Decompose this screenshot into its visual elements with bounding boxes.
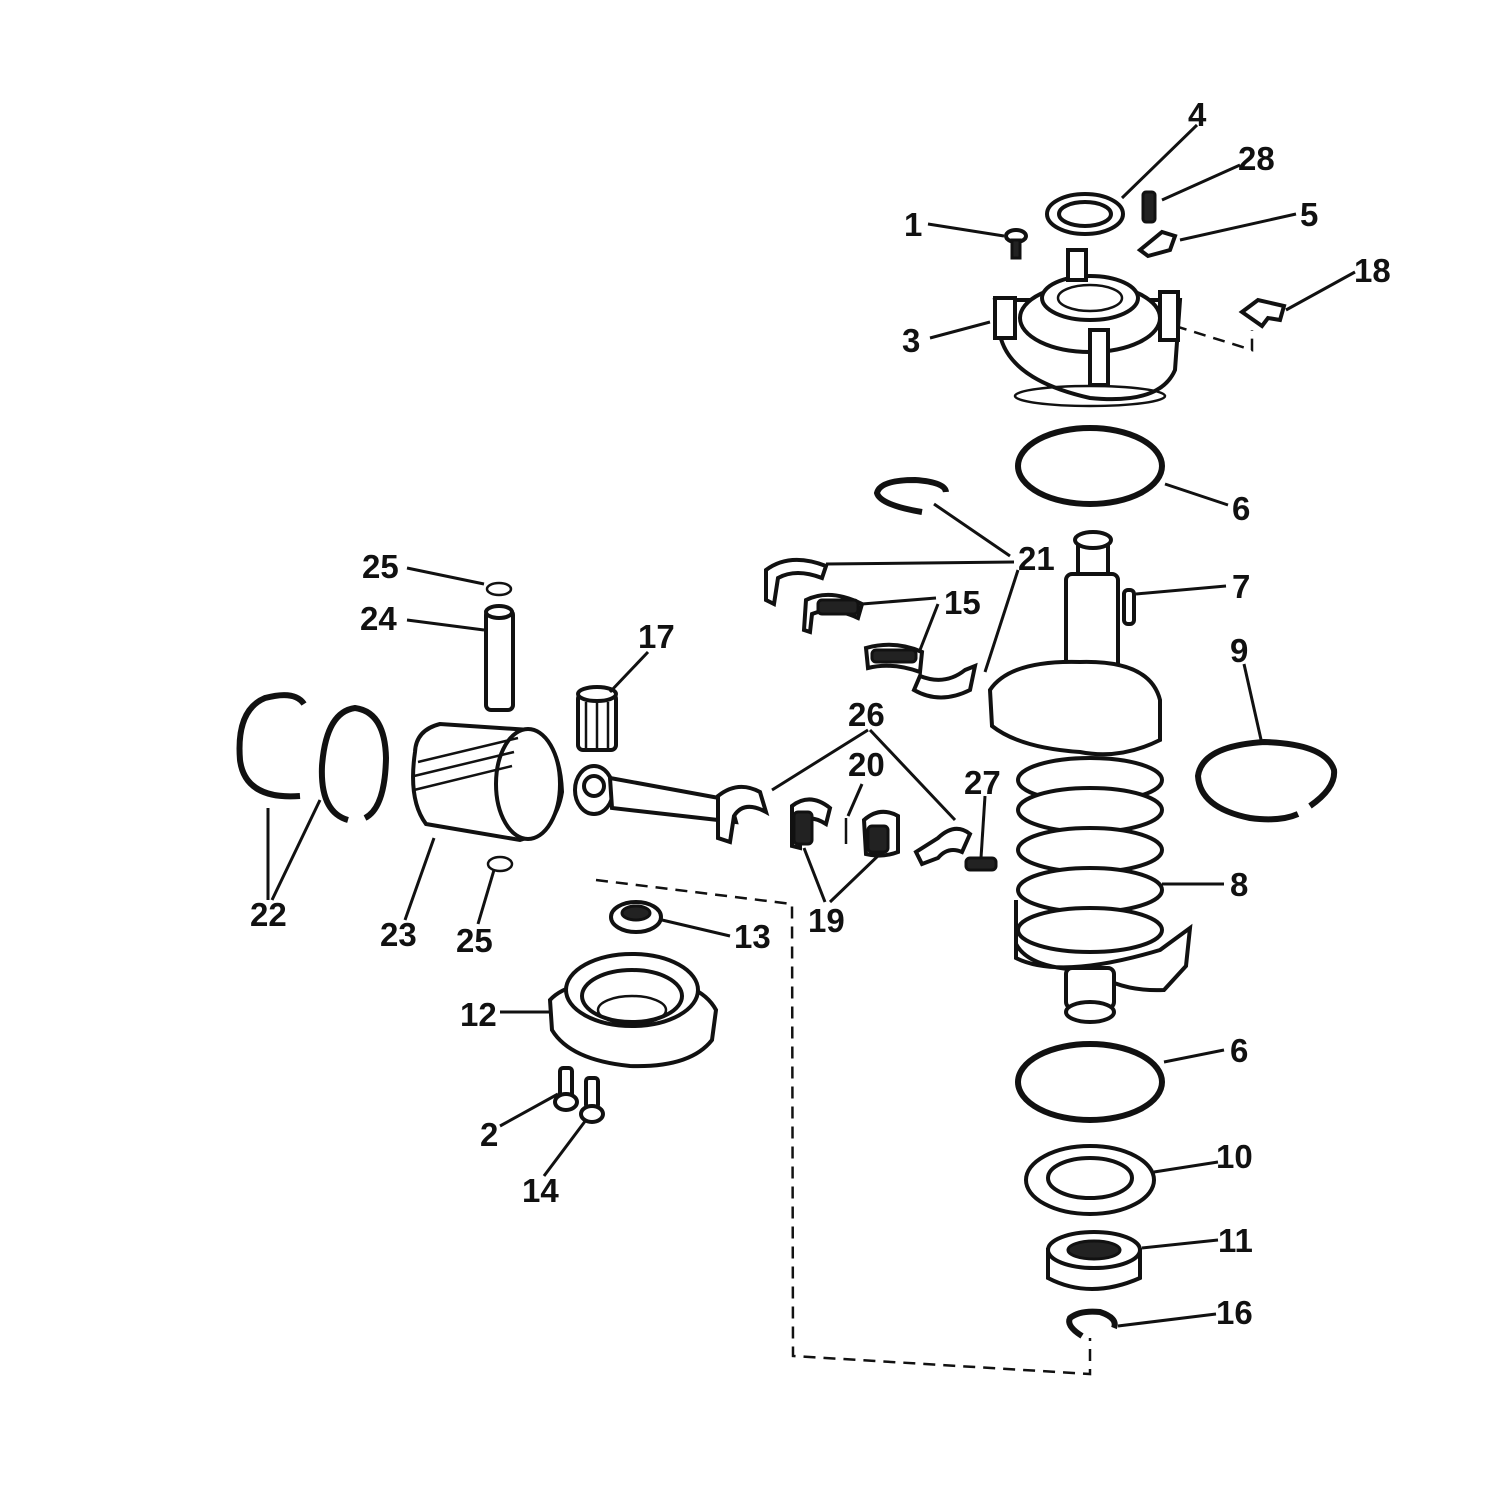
part-2-screw [553,1066,579,1112]
callout-4: 4 [1188,96,1207,133]
callout-1: 1 [904,206,922,243]
part-15-needle-bearings [801,592,925,675]
callout-28: 28 [1238,140,1275,177]
part-21-bearing-set [764,476,978,700]
callout-14: 14 [522,1172,559,1209]
callout-19: 19 [808,902,845,939]
part-23-piston [411,721,565,843]
callout-11: 11 [1218,1222,1253,1259]
callout-25-bottom: 25 [456,922,493,959]
part-7-key [1122,588,1136,626]
callout-9: 9 [1230,632,1248,669]
callout-2: 2 [480,1116,498,1153]
part-10-washer [1024,1144,1156,1216]
callout-17: 17 [638,618,675,655]
callout-24: 24 [360,600,397,637]
callout-22: 22 [250,896,287,933]
callout-16: 16 [1216,1294,1253,1331]
part-22-piston-rings [236,692,390,823]
part-16-snap-ring [1066,1308,1118,1339]
callout-6-upper: 6 [1232,490,1250,527]
part-5-clip [1136,229,1178,259]
callout-7: 7 [1232,568,1250,605]
part-28-pin [1141,190,1157,224]
callout-12: 12 [460,996,497,1033]
part-18-bracket [1238,297,1287,329]
part-27-screw [964,856,998,872]
part-4-seal [1045,192,1125,236]
callout-26: 26 [848,696,885,733]
dashed-link-13-16 [595,878,1092,1376]
part-19-needle-bearings [790,797,900,858]
callout-8: 8 [1230,866,1248,903]
part-12-lower-housing [547,952,719,1069]
callout-25-top: 25 [362,548,399,585]
part-3-upper-housing [992,248,1183,408]
part-25-ring-bottom [486,855,514,873]
callout-21: 21 [1018,540,1055,577]
callout-6-lower: 6 [1230,1032,1248,1069]
part-24-wrist-pin [484,604,515,712]
part-6-o-ring-upper [1015,425,1165,507]
part-26-connecting-rod [573,764,973,867]
part-6-o-ring-lower [1015,1041,1165,1123]
callout-15: 15 [944,584,981,621]
part-25-ring-top [485,581,513,597]
part-8-crankshaft [987,530,1193,1024]
part-1-screw [1004,228,1028,260]
part-13-seal [609,900,663,934]
callout-23: 23 [380,916,417,953]
callout-18: 18 [1354,252,1391,289]
callout-13: 13 [734,918,771,955]
callout-10: 10 [1216,1138,1253,1175]
callout-3: 3 [902,322,920,359]
leader-lines [266,123,1356,1328]
part-17-needle-cage [576,685,618,752]
dashed-link-18 [1174,324,1254,352]
part-14-screw [579,1076,605,1124]
callout-5: 5 [1300,196,1318,233]
callout-20: 20 [848,746,885,783]
part-11-ball-bearing [1046,1230,1142,1291]
callout-27: 27 [964,764,1001,801]
part-9-retaining-ring [1194,738,1338,823]
